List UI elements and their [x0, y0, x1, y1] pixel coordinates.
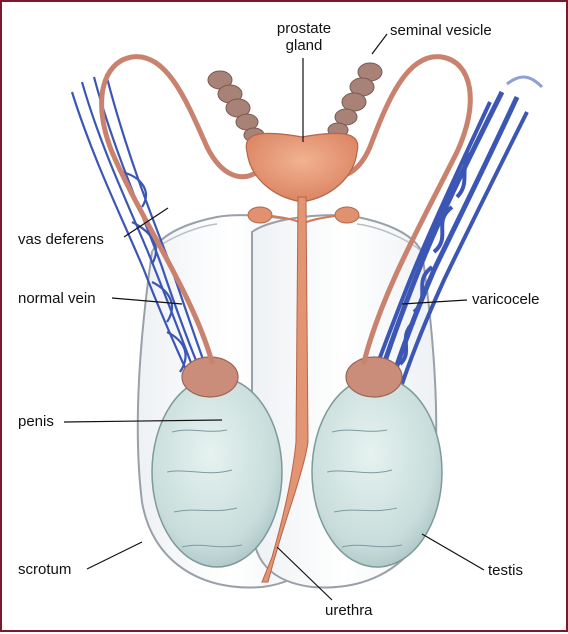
normal-vein-strand	[92, 76, 209, 388]
label-seminal-vesicle: seminal vesicle	[390, 22, 492, 39]
scrotum-right-inner	[356, 223, 423, 253]
leader-varicocele	[401, 299, 468, 305]
label-testis: testis	[488, 562, 524, 579]
leader-seminal-vesicle	[371, 33, 388, 55]
label-varicocele: varicocele	[472, 291, 540, 308]
normal-vein-strand	[70, 91, 198, 395]
leader-normal-vein	[111, 297, 183, 305]
label-prostate-gland: prostate gland	[276, 20, 332, 54]
leader-scrotum	[86, 541, 143, 570]
varicocele-cross	[398, 150, 474, 366]
vas-deferens-left	[99, 54, 260, 365]
seminal-vesicle-left	[207, 70, 265, 143]
leader-penis	[63, 419, 223, 423]
leader-vas-deferens	[123, 207, 169, 238]
label-vas-deferens: vas deferens	[18, 231, 104, 248]
gland-right	[334, 206, 360, 224]
normal-vein-cross	[121, 170, 187, 373]
varicocele-strand	[374, 90, 505, 388]
gland-left	[247, 206, 273, 224]
varicocele-tail	[506, 75, 544, 89]
label-urethra: urethra	[325, 602, 373, 619]
leader-urethra	[276, 546, 333, 601]
testis-left	[151, 376, 283, 568]
leader-testis	[421, 533, 485, 571]
seminal-vesicle-right	[327, 62, 383, 138]
prostate-gland	[245, 132, 359, 203]
label-normal-vein: normal vein	[18, 290, 96, 307]
epididymis-right	[345, 356, 403, 398]
urethra-tube	[261, 196, 309, 583]
leader-lines	[63, 33, 485, 601]
label-penis: penis	[18, 413, 54, 430]
varicocele-strand	[398, 111, 529, 391]
testis-texture	[166, 429, 403, 548]
varicocele-strand	[368, 101, 492, 385]
label-scrotum: scrotum	[18, 561, 72, 578]
vas-deferens-right	[317, 54, 473, 365]
varicocele-strand	[387, 95, 520, 388]
testis-right	[311, 376, 443, 568]
varicocele-group	[368, 75, 544, 391]
